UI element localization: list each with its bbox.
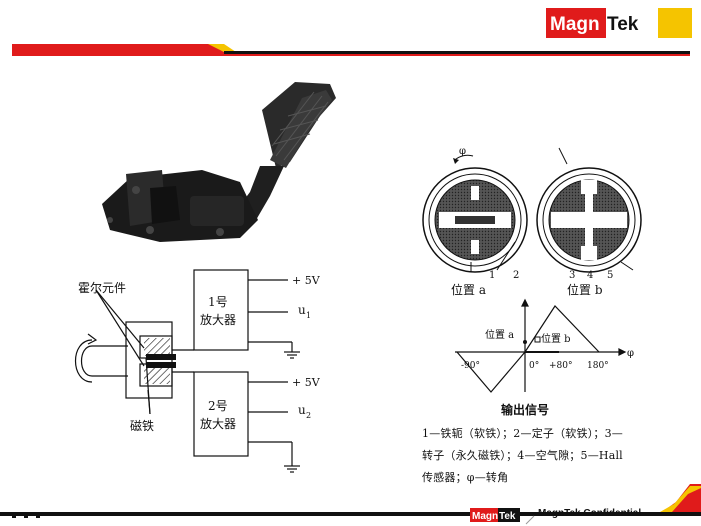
supply-5v-1: + 5V: [292, 274, 321, 287]
amp1-line1: 1号: [208, 295, 228, 309]
footer-stripe: [0, 484, 701, 526]
tick-neg90: -90°: [461, 361, 480, 371]
amp2-line2: 放大器: [200, 416, 236, 431]
pos-b-caption: 位置 b: [567, 282, 603, 297]
amp1-line2: 放大器: [200, 312, 236, 327]
tick-180: 180°: [587, 361, 609, 371]
logo-magn-text: Magn: [550, 14, 600, 35]
pos-a-number-1: 1: [489, 270, 495, 281]
output-u2-subscript: 2: [306, 411, 311, 420]
hall-sensor-circuit-diagram: 霍尔元件 磁铁 1号 放大器 2号 放大器 + 5V + 5V u 1 u 2: [74, 269, 321, 473]
position-b-sensor: [536, 147, 642, 273]
output-signal-graph: [455, 298, 627, 393]
supply-5v-2: + 5V: [292, 376, 321, 389]
label-hall-element: 霍尔元件: [78, 280, 126, 295]
tick-80: +80°: [549, 361, 573, 371]
footer-confidential: MagnTek Confidential: [538, 508, 642, 519]
output-u1: u: [298, 303, 306, 317]
rotary-hall-sensor-diagram: φ 1 2 位置 a 3 4 5 位置 b 位置 a: [422, 146, 642, 417]
legend-line-1: 1—铁轭（软铁）；2—定子（软铁）；3—: [422, 427, 623, 440]
footer-magntek-logo: Magn Tek: [470, 508, 520, 522]
footer-logo-tek: Tek: [499, 511, 516, 522]
magntek-logo: Magn Tek: [546, 8, 692, 38]
graph-title: 输出信号: [501, 402, 549, 417]
graph-pos-a: 位置 a: [485, 328, 514, 341]
tick-0: 0°: [529, 361, 539, 371]
pos-a-number-2: 2: [513, 270, 519, 281]
phi-label: φ: [459, 146, 466, 157]
amp2-line1: 2号: [208, 399, 228, 413]
pos-b-number-5: 5: [607, 270, 613, 281]
axis-phi: φ: [627, 348, 634, 359]
legend-line-2: 转子（永久磁铁）；4—空气隙；5—Hall: [422, 449, 623, 462]
output-u1-subscript: 1: [306, 311, 311, 320]
header-stripe: [12, 44, 690, 56]
label-magnet: 磁铁: [130, 418, 154, 433]
position-a-sensor: [422, 167, 528, 273]
graph-pos-b: 位置 b: [541, 332, 571, 345]
pos-a-caption: 位置 a: [451, 282, 486, 297]
logo-tek-text: Tek: [607, 14, 639, 35]
footer-logo-magn: Magn: [472, 511, 498, 522]
legend-line-3: 传感器；φ—转角: [422, 471, 509, 484]
accelerator-pedal-image: [102, 82, 336, 242]
footer-dots: [12, 514, 40, 518]
output-u2: u: [298, 403, 306, 417]
pos-b-number-4: 4: [587, 270, 593, 281]
pos-b-number-3: 3: [569, 270, 575, 281]
